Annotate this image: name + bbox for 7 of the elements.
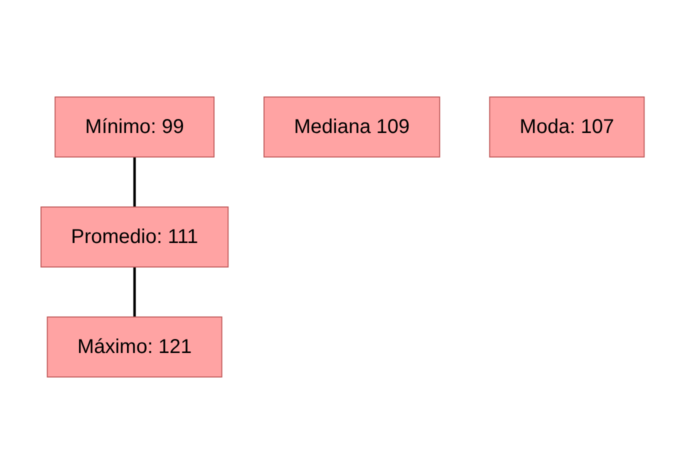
node-box: Mínimo: 99 (55, 96, 215, 157)
node-box: Máximo: 121 (47, 316, 223, 377)
node-box: Promedio: 111 (40, 206, 230, 267)
node-box: Moda: 107 (490, 96, 646, 157)
connector (134, 156, 136, 206)
node-box: Mediana 109 (264, 96, 441, 157)
connector (134, 266, 136, 316)
